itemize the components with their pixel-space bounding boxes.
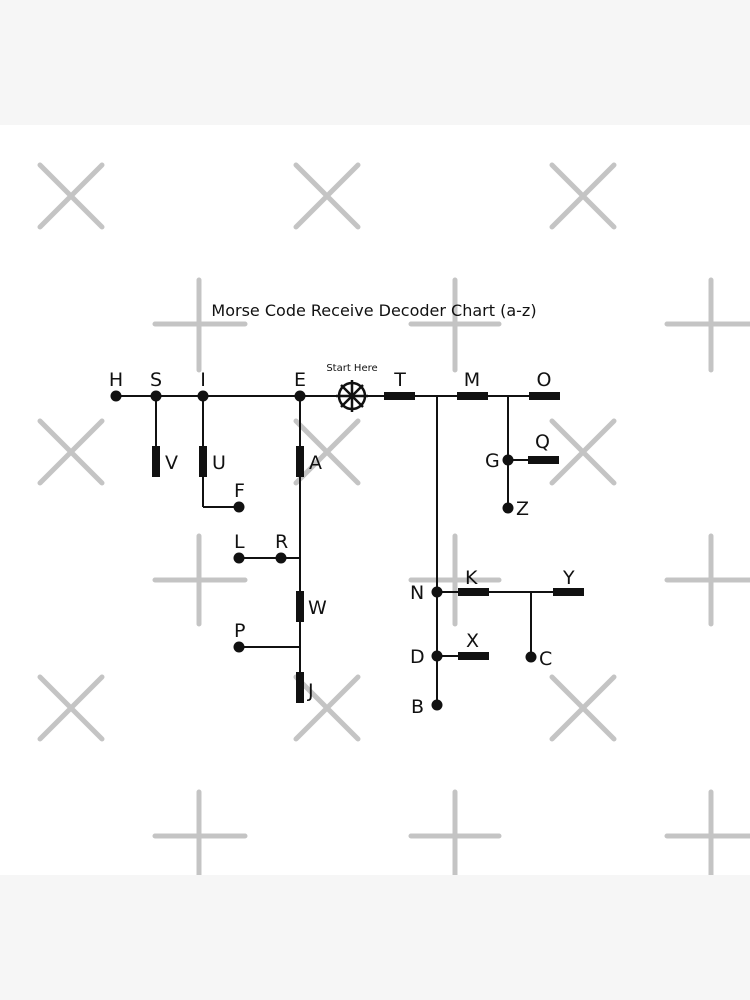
watermark-plus-icon	[408, 277, 502, 373]
watermark-x-icon	[549, 418, 617, 486]
letter-f: F	[234, 480, 245, 502]
dot-z	[502, 502, 514, 514]
morse-decoder-diagram: Morse Code Receive Decoder Chart (a-z) S…	[37, 162, 750, 875]
dot-e	[294, 390, 306, 402]
letter-n: N	[410, 582, 424, 604]
dash-a	[296, 446, 304, 477]
letter-a: A	[309, 452, 322, 474]
letter-i: I	[200, 369, 206, 391]
watermark-plus-icon	[664, 277, 750, 373]
dot-f	[233, 501, 245, 513]
start-wheel-icon	[336, 380, 368, 412]
dot-p	[233, 641, 245, 653]
diagram-canvas: Morse Code Receive Decoder Chart (a-z) S…	[0, 125, 750, 875]
watermark-plus-icon	[152, 789, 248, 875]
watermark-x-icon	[37, 162, 105, 230]
letter-j: J	[307, 680, 314, 702]
watermark-x-icon	[549, 674, 617, 742]
dash-o	[529, 392, 560, 400]
watermark-x-icon	[293, 674, 361, 742]
watermark-x-icon	[293, 418, 361, 486]
watermark-plus-icon	[664, 533, 750, 627]
letter-o: O	[537, 369, 552, 391]
letter-t: T	[393, 369, 406, 391]
letter-s: S	[150, 369, 162, 391]
letter-v: V	[165, 452, 178, 474]
letter-d: D	[410, 646, 425, 668]
dot-c	[525, 651, 537, 663]
start-here-label: Start Here	[326, 363, 377, 374]
letter-x: X	[466, 630, 479, 652]
dash-q	[528, 456, 559, 464]
letter-z: Z	[516, 498, 529, 520]
dot-r	[275, 552, 287, 564]
dot-l	[233, 552, 245, 564]
letter-labels: H S I E T M O V U A F L R W P J G Q Z N …	[109, 369, 575, 718]
dash-markers	[152, 392, 584, 703]
watermark-plus-icon	[152, 533, 248, 627]
dot-markers	[110, 390, 537, 711]
dot-d	[431, 650, 443, 662]
watermark-x-icon	[37, 674, 105, 742]
letter-u: U	[212, 452, 226, 474]
watermark-plus-icon	[664, 789, 750, 875]
letter-w: W	[308, 597, 327, 619]
diagram-title: Morse Code Receive Decoder Chart (a-z)	[211, 301, 536, 320]
watermark-plus-icon	[408, 789, 502, 875]
dot-b	[431, 699, 443, 711]
letter-y: Y	[562, 567, 575, 589]
letter-h: H	[109, 369, 123, 391]
dash-t	[384, 392, 415, 400]
dot-s	[150, 390, 162, 402]
watermark-x-icon	[37, 418, 105, 486]
letter-m: M	[464, 369, 480, 391]
letter-b: B	[411, 696, 424, 718]
letter-c: C	[539, 648, 552, 670]
letter-e: E	[294, 369, 306, 391]
watermark-x-icon	[549, 162, 617, 230]
letter-q: Q	[535, 431, 550, 453]
watermark-x-icon	[293, 162, 361, 230]
dash-w	[296, 591, 304, 622]
letter-r: R	[275, 531, 288, 553]
watermark-x-marks	[37, 162, 617, 742]
dot-g	[502, 454, 514, 466]
dot-h	[110, 390, 122, 402]
dash-y	[553, 588, 584, 596]
dot-i	[197, 390, 209, 402]
letter-g: G	[485, 450, 500, 472]
dash-k	[458, 588, 489, 596]
watermark-plus-marks	[152, 277, 750, 875]
dash-x	[458, 652, 489, 660]
tree-lines	[116, 395, 568, 705]
watermark-plus-icon	[408, 533, 502, 627]
letter-k: K	[465, 567, 478, 589]
letter-p: P	[234, 620, 245, 642]
dash-j	[296, 672, 304, 703]
dash-m	[457, 392, 488, 400]
dash-v	[152, 446, 160, 477]
dash-u	[199, 446, 207, 477]
dot-n	[431, 586, 443, 598]
letter-l: L	[234, 531, 245, 553]
watermark-plus-icon	[152, 277, 248, 373]
